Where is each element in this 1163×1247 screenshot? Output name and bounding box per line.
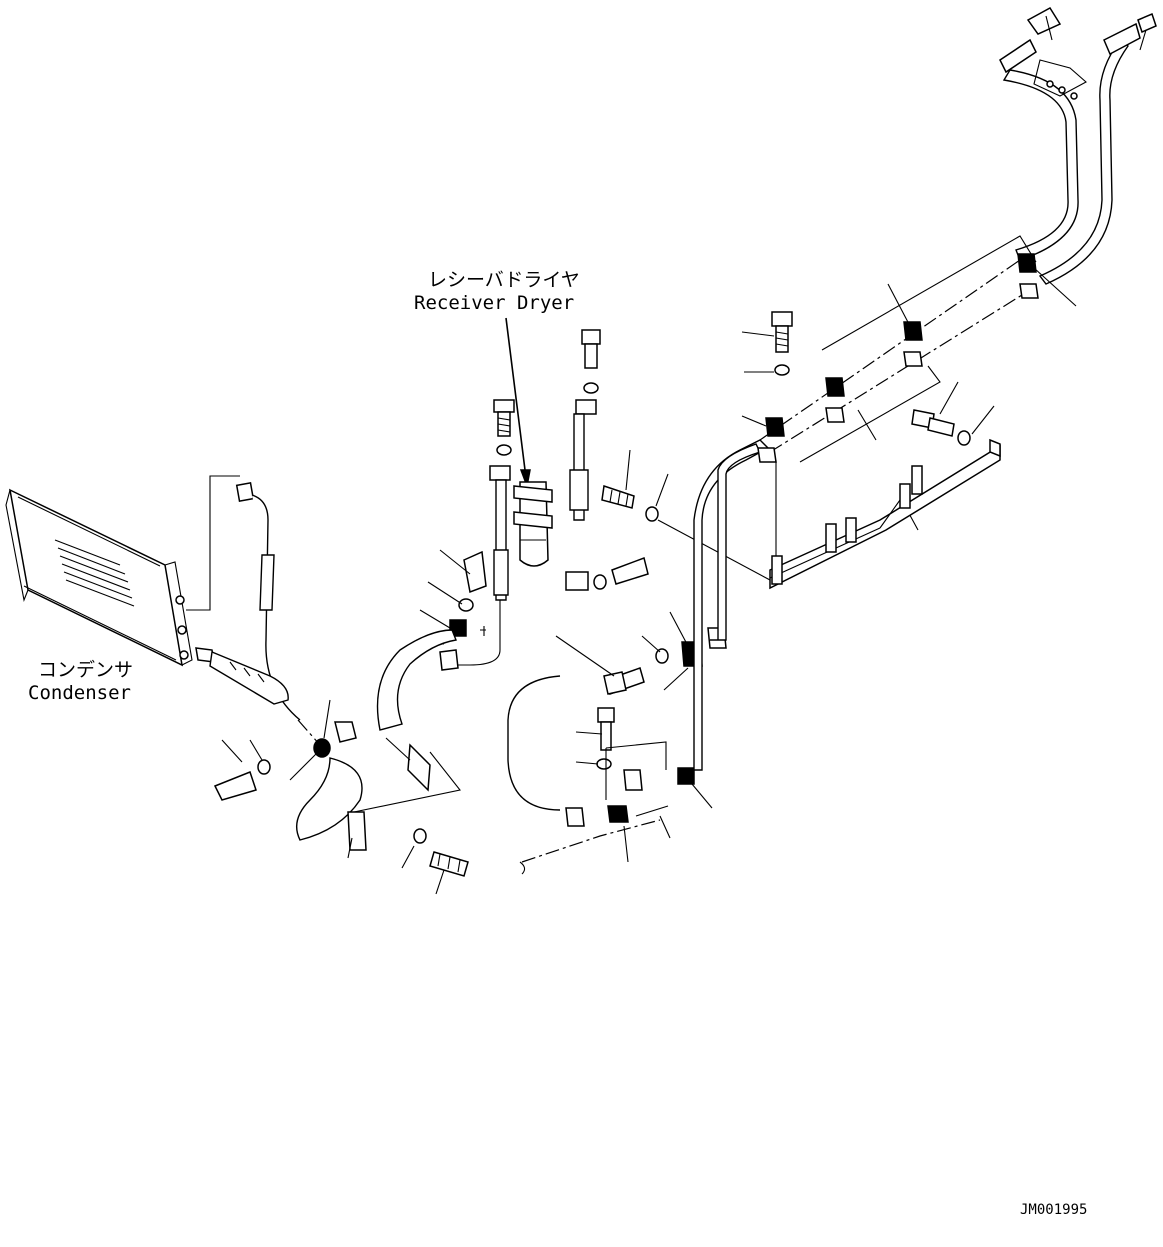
loop-hose-middle: [507, 675, 561, 811]
dryer-bolt: [493, 399, 515, 456]
main-pipe-run: [686, 39, 1129, 771]
connector-mark: [480, 626, 486, 636]
condenser: [5, 488, 193, 667]
dryer-top-hose: [569, 329, 601, 521]
mounting-bracket: [769, 438, 1001, 590]
condenser-upper-hose: [186, 475, 301, 721]
leader-lines-middle: [415, 449, 771, 645]
receiver-dryer: [513, 481, 553, 567]
connector-hose: [376, 629, 457, 731]
receiver-dryer-leader: [505, 317, 527, 479]
leader-lines-mid-right: [555, 611, 713, 863]
receiver-dryer-label-en: Receiver Dryer: [414, 292, 574, 314]
receiver-dryer-label-jp: レシーバドライヤ: [428, 269, 580, 291]
top-right-hose-ends: [999, 7, 1157, 100]
clamp-group-left: [213, 719, 469, 877]
leader-lines-upper-right: [741, 267, 1077, 531]
bolt-right: [911, 409, 971, 446]
dryer-left-hose: [450, 465, 511, 666]
bolt-upper-middle: [771, 311, 793, 376]
leader-lines-left: [221, 699, 445, 895]
dash-line-bottom: [521, 819, 661, 863]
condenser-label-en: Condenser: [28, 682, 131, 704]
condenser-label-jp: コンデンサ: [38, 659, 133, 681]
clamp-group-upper-right: [757, 235, 1039, 463]
dryer-fittings: [439, 485, 659, 671]
condenser-lower-hose: [195, 647, 289, 705]
drawing-id: JM001995: [1020, 1202, 1087, 1218]
dash-end-mark: [519, 861, 526, 875]
